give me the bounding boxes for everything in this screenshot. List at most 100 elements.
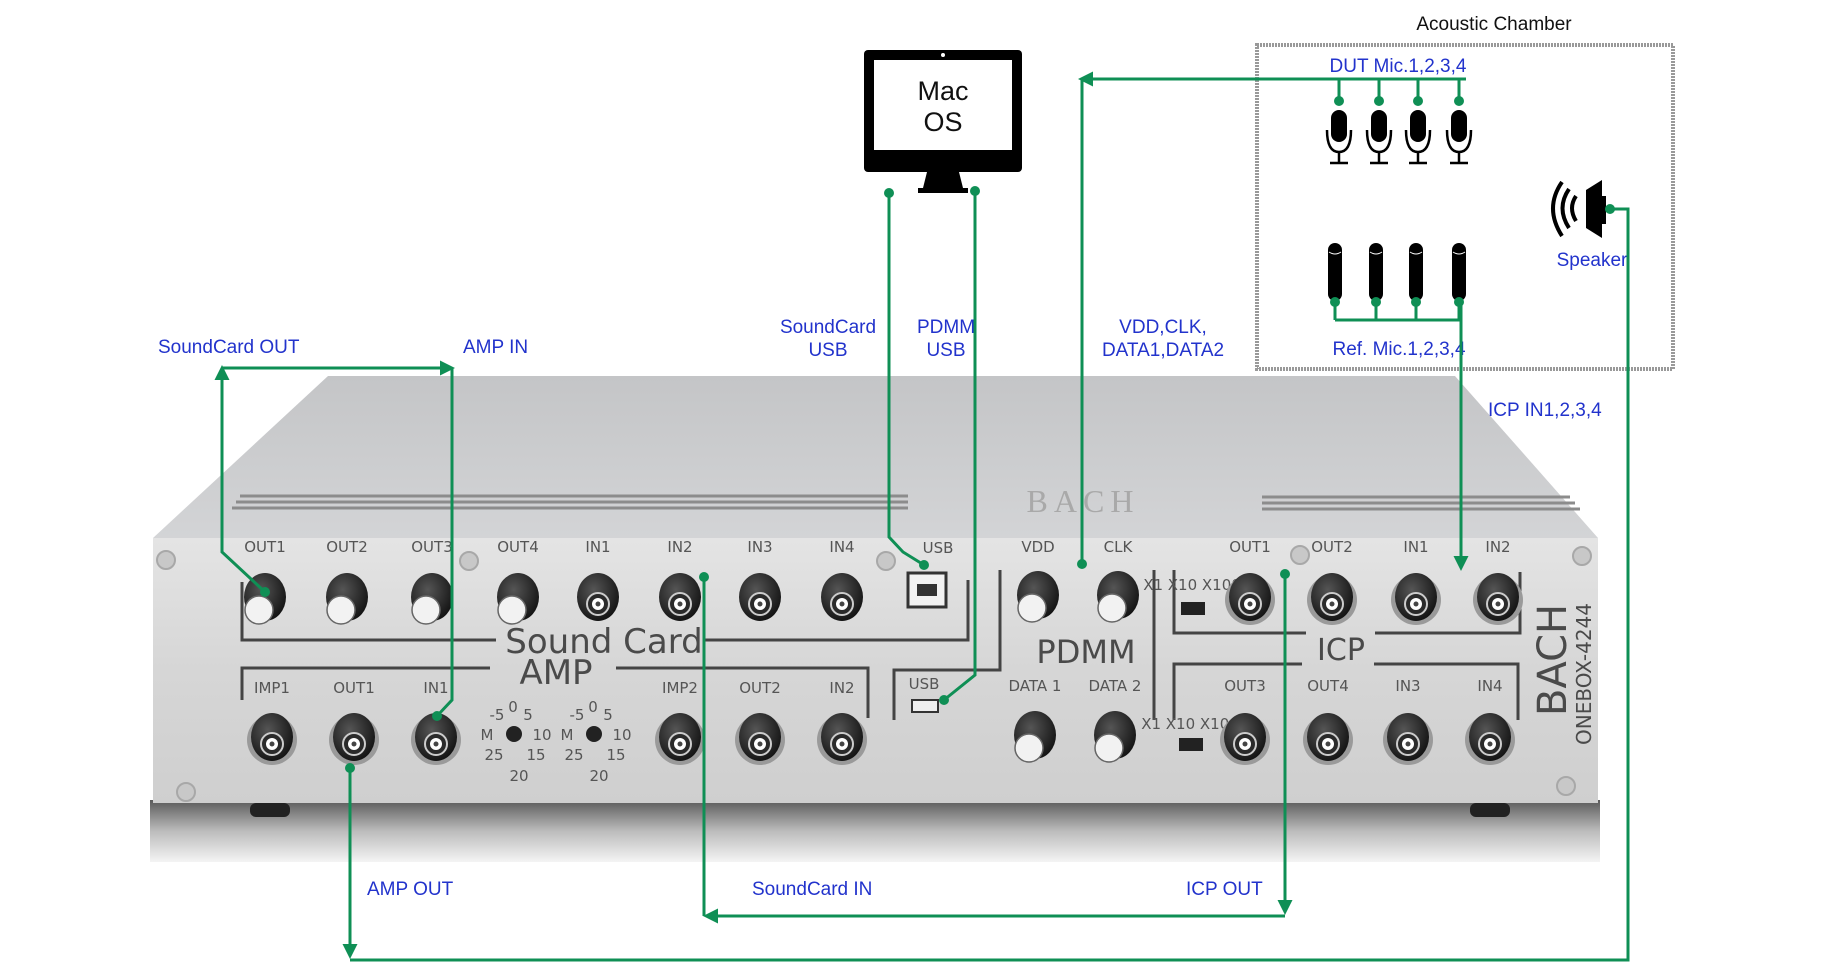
svg-text:5: 5	[603, 706, 613, 724]
svg-text:15: 15	[526, 746, 545, 764]
amp-port[interactable]: IMP1	[247, 679, 297, 765]
svg-text:USB: USB	[923, 539, 954, 557]
reference-microphone-icon	[1369, 243, 1383, 301]
wire-endpoint	[699, 572, 709, 582]
label-icp-in: ICP IN1,2,3,4	[1488, 400, 1602, 421]
amp-port[interactable]: OUT1	[329, 679, 379, 765]
soundcard-port[interactable]: OUT3	[411, 538, 453, 625]
soundcard-port[interactable]: OUT4	[497, 538, 539, 625]
pdmm-port[interactable]: CLK	[1097, 538, 1139, 623]
label-amp-in: AMP IN	[463, 337, 528, 358]
icp-port[interactable]: OUT1	[1225, 538, 1275, 625]
amp-port[interactable]: IMP2	[655, 679, 705, 765]
label-soundcard-out: SoundCard OUT	[158, 337, 300, 358]
chamber-title: Acoustic Chamber	[1416, 14, 1572, 35]
pdmm-port[interactable]: DATA 1	[1009, 677, 1062, 763]
icp-port[interactable]: IN3	[1383, 677, 1433, 765]
onebox-device: BACH Sound Card AMP PDMM ICP BACH ONEBOX…	[150, 376, 1600, 862]
svg-text:-5: -5	[490, 706, 505, 724]
top-grooves-left	[232, 494, 908, 510]
microphone-icon	[1325, 110, 1353, 165]
svg-text:-5: -5	[570, 706, 585, 724]
dut-microphones	[1325, 79, 1473, 165]
svg-text:USB: USB	[909, 675, 940, 693]
reference-microphone-icon	[1452, 243, 1466, 301]
computer-label-line2: OS	[923, 107, 962, 137]
device-foot	[250, 803, 290, 817]
svg-text:USB: USB	[808, 340, 847, 361]
device-foot	[1470, 803, 1510, 817]
svg-text:25: 25	[564, 746, 583, 764]
reference-microphone-icon	[1409, 243, 1423, 301]
pdmm-port[interactable]: DATA 2	[1089, 677, 1142, 763]
icp-port[interactable]: IN2	[1473, 538, 1523, 625]
port-label: IN1	[1403, 538, 1428, 556]
soundcard-usb-port[interactable]: USB	[906, 539, 954, 609]
wire-endpoint	[919, 560, 929, 570]
icp-port[interactable]: OUT3	[1220, 677, 1270, 765]
icp-port[interactable]: IN1	[1391, 538, 1441, 625]
icp-gain-switch-top[interactable]: X1 X10 X100	[1143, 576, 1241, 615]
port-label: IN4	[1477, 677, 1502, 695]
wire-endpoint	[260, 587, 270, 597]
port-label: CLK	[1104, 538, 1134, 556]
svg-text:M: M	[561, 726, 574, 744]
amp-gain-dial-2[interactable]: 0 -5 5 10 15 20 25 M	[561, 698, 632, 785]
speaker-label: Speaker	[1557, 250, 1628, 271]
port-label: OUT4	[1307, 677, 1349, 695]
port-label: IN3	[1395, 677, 1420, 695]
soundcard-port[interactable]: IN4	[821, 538, 863, 621]
port-label: OUT1	[333, 679, 375, 697]
microphone-icon	[1365, 110, 1393, 165]
amp-port[interactable]: OUT2	[735, 679, 785, 765]
port-label: VDD	[1021, 538, 1054, 556]
pdmm-usb-port[interactable]: USB	[909, 675, 940, 713]
svg-text:0: 0	[588, 698, 598, 716]
wire-endpoint	[939, 695, 949, 705]
pdmm-port[interactable]: VDD	[1017, 538, 1059, 623]
monitor-icon: Mac OS	[864, 50, 1022, 193]
svg-text:15: 15	[606, 746, 625, 764]
svg-text:DATA1,DATA2: DATA1,DATA2	[1102, 340, 1224, 361]
soundcard-bracket	[240, 582, 496, 642]
label-soundcard-in: SoundCard IN	[752, 879, 872, 900]
wire-speaker	[350, 207, 1630, 962]
label-pdmm-usb: PDMM	[917, 317, 975, 338]
device-front-panel	[153, 538, 1598, 803]
svg-text:10: 10	[532, 726, 551, 744]
port-label: OUT1	[244, 538, 286, 556]
amp-bracket	[240, 666, 490, 700]
port-label: OUT4	[497, 538, 539, 556]
svg-text:20: 20	[589, 767, 608, 785]
port-label: IN4	[829, 538, 854, 556]
icp-port[interactable]: OUT4	[1303, 677, 1353, 765]
acoustic-chamber: Acoustic Chamber DUT Mic.1,2,3,4 Ref. Mi…	[1255, 14, 1675, 371]
soundcard-port[interactable]: IN2	[659, 538, 701, 621]
label-amp-out: AMP OUT	[367, 879, 454, 900]
speaker-icon	[1551, 180, 1606, 238]
wiring	[214, 71, 1630, 962]
port-label: OUT3	[1224, 677, 1266, 695]
dut-mic-label: DUT Mic.1,2,3,4	[1330, 56, 1467, 77]
svg-text:X1 X10 X100: X1 X10 X100	[1143, 576, 1241, 594]
port-label: IN2	[667, 538, 692, 556]
icp-port[interactable]: IN4	[1465, 677, 1515, 765]
amp-gain-dial-1[interactable]: 0 -5 5 10 15 20 25 M	[481, 698, 552, 785]
connection-labels: SoundCard OUT AMP IN SoundCard USB PDMM …	[158, 317, 1602, 900]
port-label: DATA 1	[1009, 677, 1062, 695]
icp-port[interactable]: OUT2	[1307, 538, 1357, 625]
amp-port[interactable]: IN1	[411, 679, 461, 765]
svg-text:5: 5	[523, 706, 533, 724]
soundcard-port[interactable]: OUT1	[244, 538, 286, 625]
amp-bracket	[616, 666, 870, 718]
soundcard-port[interactable]: IN3	[739, 538, 781, 621]
soundcard-port[interactable]: IN1	[577, 538, 619, 621]
port-label: OUT2	[1311, 538, 1353, 556]
soundcard-port[interactable]: OUT2	[326, 538, 368, 625]
wire-endpoint	[884, 188, 894, 198]
wire-soundcard-out	[214, 365, 267, 594]
amp-port[interactable]: IN2	[817, 679, 867, 765]
icp-gain-switch-bottom[interactable]: X1 X10 X100	[1141, 715, 1239, 751]
